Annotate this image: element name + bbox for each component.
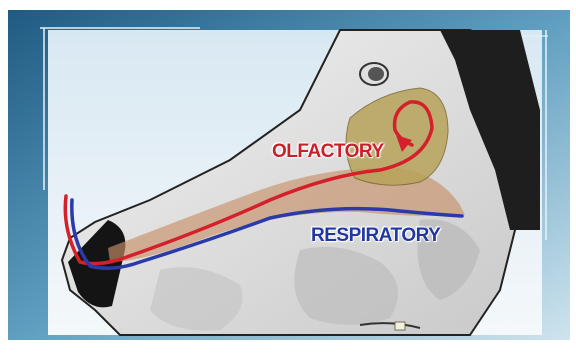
- eye-pupil: [368, 67, 384, 81]
- respiratory-label: RESPIRATORY: [311, 225, 440, 247]
- tooth: [395, 322, 405, 330]
- olfactory-label: OLFACTORY: [272, 141, 384, 163]
